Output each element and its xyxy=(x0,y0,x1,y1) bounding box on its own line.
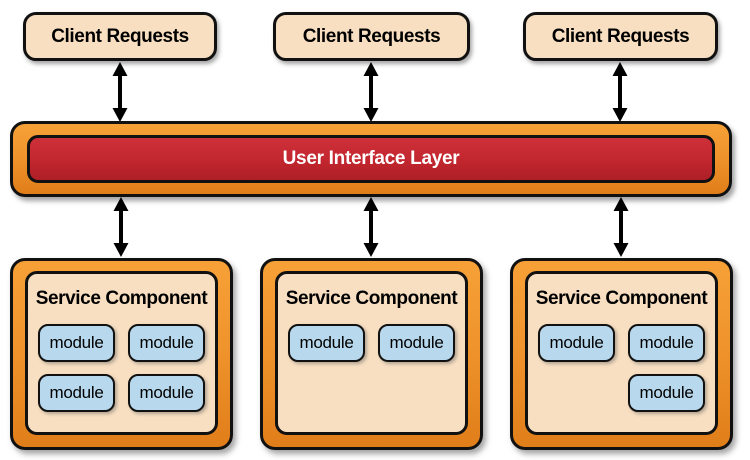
service-component-box-3: Service Component module module module xyxy=(510,258,733,450)
service-component-inner: Service Component module module module m… xyxy=(25,271,218,435)
module-box: module xyxy=(38,324,115,362)
client-requests-label: Client Requests xyxy=(51,25,189,47)
module-box: module xyxy=(538,324,615,362)
module-box: module xyxy=(378,324,455,362)
user-interface-layer-frame: User Interface Layer xyxy=(10,121,732,197)
double-arrow-icon xyxy=(111,196,131,258)
module-box: module xyxy=(628,374,705,412)
module-grid: module module module module xyxy=(38,324,205,412)
module-box: module xyxy=(38,374,115,412)
module-grid: module module xyxy=(288,324,455,362)
double-arrow-icon xyxy=(611,196,631,258)
service-component-box-1: Service Component module module module m… xyxy=(10,258,233,450)
client-requests-label: Client Requests xyxy=(302,25,441,47)
module-box: module xyxy=(128,374,205,412)
module-grid: module module module xyxy=(538,324,705,412)
module-box: module xyxy=(628,324,705,362)
service-component-title: Service Component xyxy=(285,288,458,309)
client-requests-box-1: Client Requests xyxy=(23,12,217,61)
double-arrow-icon xyxy=(110,61,130,123)
module-box: module xyxy=(288,324,365,362)
double-arrow-icon xyxy=(361,61,381,123)
client-requests-box-3: Client Requests xyxy=(523,12,718,61)
user-interface-layer-label: User Interface Layer xyxy=(282,148,460,169)
double-arrow-icon xyxy=(610,61,630,123)
client-requests-box-2: Client Requests xyxy=(273,12,470,61)
service-component-title: Service Component xyxy=(535,288,708,309)
service-component-inner: Service Component module module module xyxy=(525,271,718,435)
user-interface-layer-bar: User Interface Layer xyxy=(27,135,715,183)
service-component-inner: Service Component module module xyxy=(275,271,468,435)
module-box: module xyxy=(128,324,205,362)
double-arrow-icon xyxy=(361,196,381,258)
client-requests-label: Client Requests xyxy=(551,25,690,47)
service-component-box-2: Service Component module module xyxy=(260,258,483,450)
service-component-title: Service Component xyxy=(35,288,208,309)
